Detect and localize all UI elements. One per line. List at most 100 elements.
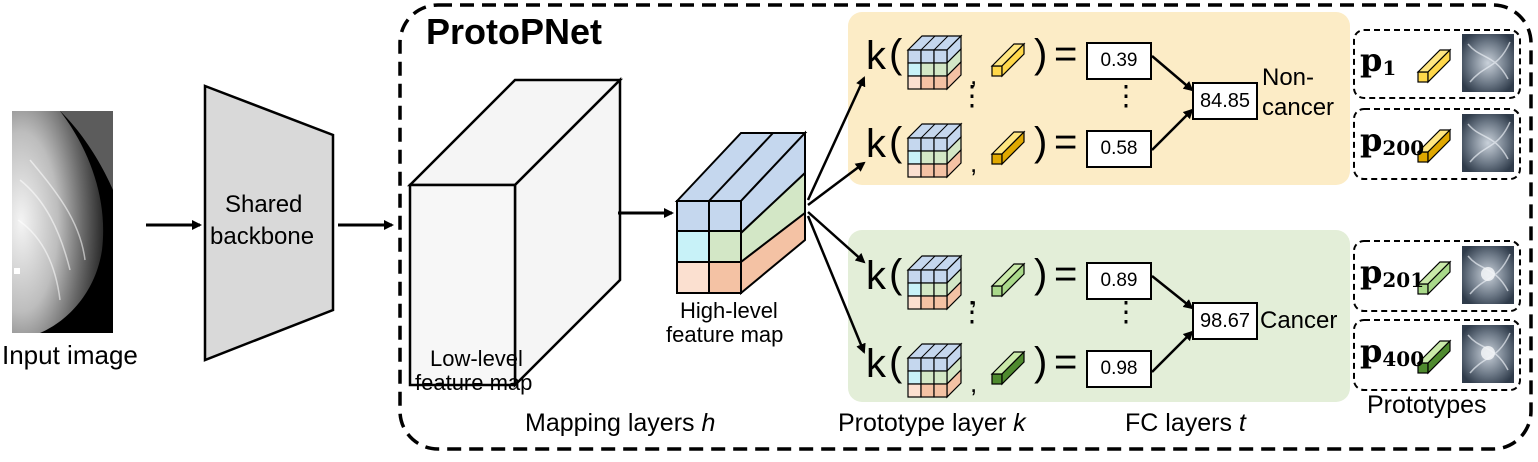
open-paren: ( [889, 340, 903, 384]
class-score-cancer: 98.67 [1192, 302, 1258, 340]
feature-patch-icon [906, 122, 963, 179]
similarity-score: 0.58 [1086, 130, 1152, 168]
prototype-label-400: p400 [1360, 335, 1424, 369]
feature-patch-icon [906, 34, 963, 91]
equals-sign: = [1054, 120, 1078, 164]
fc-layers-label: FC layers t [1125, 411, 1246, 436]
kernel-symbol: k [866, 34, 886, 78]
vertical-ellipsis: ⋮ [958, 296, 986, 327]
prototype-patch-image [1462, 34, 1514, 92]
prototype-vector-icon [1416, 48, 1452, 84]
title-protopnet: ProtoPNet [426, 11, 603, 52]
fc-arrow [1151, 330, 1194, 373]
prototype-layer-text: Prototype layer [838, 409, 1014, 437]
comma: , [970, 148, 978, 178]
kernel-symbol: k [866, 254, 886, 298]
prototype-patch-image [1462, 114, 1514, 172]
prototype-patch-image [1462, 325, 1514, 383]
noncancer-panel [848, 12, 1350, 185]
prototype-box-p1 [1353, 29, 1521, 99]
prototype-label-1: p1 [1360, 44, 1396, 78]
prototype-name: p [1360, 121, 1383, 159]
prototype-vector-icon [990, 350, 1026, 386]
similarity-score: 0.89 [1086, 262, 1152, 300]
vertical-ellipsis: ⋮ [1112, 80, 1140, 111]
prototype-vector-icon [990, 42, 1026, 78]
prototype-label-201: p201 [1360, 256, 1424, 290]
backbone-label-line1: Shared [225, 191, 303, 218]
fc-arrow [1151, 55, 1194, 92]
prototype-vector-icon [1416, 128, 1452, 164]
shared-backbone-block [203, 84, 335, 362]
equals-sign: = [1054, 252, 1078, 296]
similarity-score: 0.98 [1086, 350, 1152, 388]
arrow-fm-to-row3 [807, 211, 866, 264]
kernel-symbol: k [866, 342, 886, 386]
comma: , [970, 280, 978, 310]
prototype-patch-image [1462, 246, 1514, 304]
protopnet-boundary [398, 3, 1533, 451]
prototype-box-p201 [1353, 240, 1521, 312]
prototype-box-p200 [1353, 108, 1521, 180]
comma: , [970, 60, 978, 90]
low-level-feature-map-cube [406, 76, 624, 389]
cancer-panel [848, 230, 1350, 402]
open-paren: ( [889, 120, 903, 164]
prototype-label-200: p200 [1360, 124, 1424, 158]
prototypes-label: Prototypes [1367, 391, 1487, 419]
equals-sign: = [1054, 32, 1078, 76]
prototype-vector-icon [990, 262, 1026, 298]
fc-layers-text: FC layers [1125, 409, 1239, 437]
prototype-index: 200 [1382, 136, 1425, 160]
high-level-feature-map-cube [674, 130, 808, 296]
prototype-layer-var: k [1013, 409, 1026, 437]
fc-arrow [1151, 108, 1194, 151]
mapping-layers-var: h [701, 409, 716, 437]
class-score-noncancer: 84.85 [1192, 82, 1258, 120]
prototype-index: 201 [1382, 268, 1425, 292]
mapping-layers-text: Mapping layers [525, 409, 702, 437]
low-level-label-line1: Low-level [430, 346, 523, 371]
backbone-label-line2: backbone [210, 223, 315, 250]
input-image-label: Input image [2, 340, 138, 370]
close-paren: ) [1034, 340, 1048, 384]
fc-layers-var: t [1238, 409, 1246, 437]
prototype-layer-label: Prototype layer k [838, 411, 1026, 436]
close-paren: ) [1034, 252, 1048, 296]
kernel-symbol: k [866, 122, 886, 166]
input-mammogram-image [12, 111, 113, 333]
vertical-ellipsis: ⋮ [1112, 296, 1140, 327]
prototype-name: p [1360, 332, 1383, 370]
arrow-fm-to-row1 [806, 76, 866, 201]
class-label-noncancer-line2: cancer [1262, 94, 1335, 121]
fc-arrow [1151, 275, 1194, 310]
close-paren: ) [1034, 32, 1048, 76]
arrow-fm-to-row4 [806, 215, 866, 354]
prototype-box-p400 [1353, 319, 1521, 391]
prototype-index: 400 [1382, 347, 1425, 371]
arrow-fm-to-row2 [807, 161, 866, 206]
prototype-vector-icon [1416, 339, 1452, 375]
prototype-name: p [1360, 253, 1383, 291]
class-label-cancer: Cancer [1260, 307, 1338, 334]
prototype-vector-icon [1416, 260, 1452, 296]
mapping-layers-label: Mapping layers h [525, 411, 715, 436]
prototype-name: p [1360, 41, 1383, 79]
feature-patch-icon [906, 254, 963, 311]
open-paren: ( [889, 252, 903, 296]
class-label-noncancer-line1: Non- [1262, 64, 1315, 91]
prototype-vector-icon [990, 130, 1026, 166]
open-paren: ( [889, 32, 903, 76]
equals-sign: = [1054, 340, 1078, 384]
feature-patch-icon [906, 342, 963, 399]
high-level-label-line2: feature map [666, 322, 784, 347]
similarity-score: 0.39 [1086, 42, 1152, 80]
comma: , [970, 368, 978, 398]
vertical-ellipsis: ⋮ [958, 80, 986, 111]
close-paren: ) [1034, 120, 1048, 164]
high-level-label-line1: High-level [680, 298, 778, 323]
prototype-index: 1 [1382, 56, 1397, 80]
low-level-label-line2: feature map [415, 370, 533, 395]
